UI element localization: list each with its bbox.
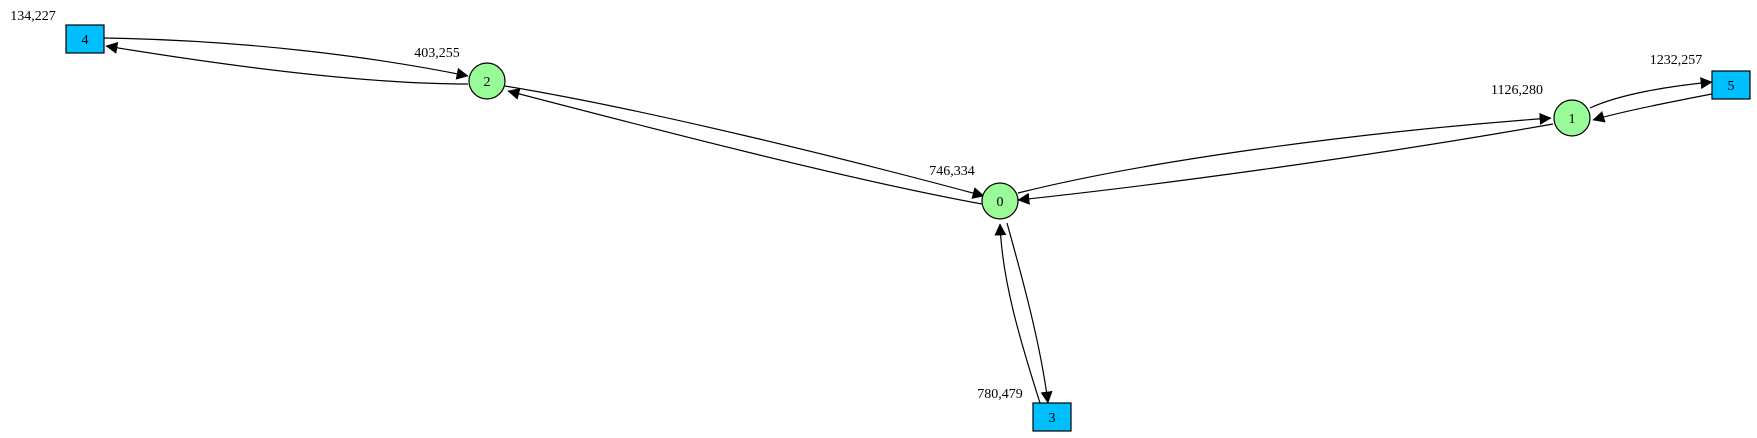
- node-1-coordinates: 1126,280: [1491, 83, 1543, 98]
- node-3: 3 780,479: [977, 387, 1072, 432]
- edge-0-to-1: [1017, 112, 1552, 194]
- edge-2-to-0: [504, 85, 985, 199]
- edge-5-to-1: [1592, 93, 1713, 123]
- edges: [103, 37, 1713, 404]
- node-3-label: 3: [1049, 411, 1056, 426]
- node-4: 4 134,227: [10, 9, 105, 54]
- node-0-circle: [981, 182, 1019, 220]
- node-1-label: 1: [1569, 112, 1576, 127]
- node-5: 5 1232,257: [1650, 53, 1751, 100]
- edge-1-to-0: [1017, 123, 1554, 205]
- node-2-circle: [468, 62, 506, 100]
- edge-2-to-4: [105, 41, 469, 85]
- node-0: 0 746,334: [929, 164, 1019, 220]
- node-3-coordinates: 780,479: [977, 387, 1023, 402]
- node-2-coordinates: 403,255: [414, 46, 460, 61]
- node-4-box: [65, 24, 105, 54]
- node-4-label: 4: [82, 33, 89, 48]
- node-0-coordinates: 746,334: [929, 164, 975, 179]
- node-5-coordinates: 1232,257: [1650, 53, 1703, 68]
- edge-0-to-3: [1006, 222, 1053, 404]
- node-1-circle: [1553, 99, 1591, 137]
- node-2: 2 403,255: [414, 46, 506, 100]
- edge-3-to-0: [994, 223, 1041, 404]
- edge-4-to-2: [103, 37, 469, 80]
- node-5-label: 5: [1728, 79, 1735, 94]
- node-4-coordinates: 134,227: [10, 9, 56, 24]
- node-3-box: [1032, 402, 1072, 432]
- node-5-box: [1711, 70, 1751, 100]
- node-2-label: 2: [484, 75, 491, 90]
- node-0-label: 0: [997, 195, 1004, 210]
- edge-0-to-2: [507, 88, 983, 205]
- edge-1-to-5: [1589, 77, 1713, 109]
- node-1: 1 1126,280: [1491, 83, 1591, 137]
